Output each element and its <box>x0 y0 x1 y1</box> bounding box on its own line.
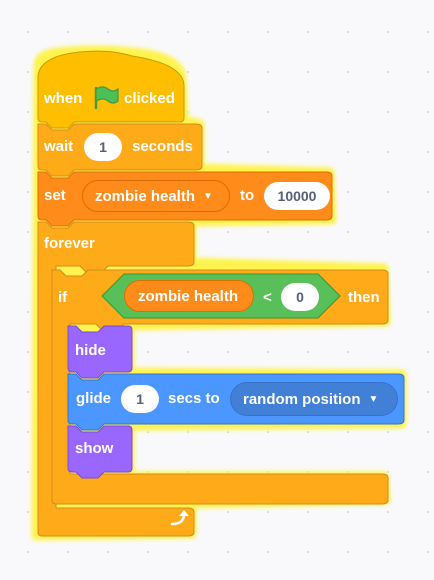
set-label: set <box>44 187 66 204</box>
show-block <box>67 425 133 479</box>
compare-value-input[interactable]: 0 <box>281 283 319 311</box>
when-label: when <box>44 90 83 107</box>
hide-label: hide <box>75 342 106 359</box>
clicked-label: clicked <box>124 90 175 107</box>
to-label: to <box>240 187 255 204</box>
secs-to-label: secs to <box>168 390 220 407</box>
zombie-health-reporter[interactable]: zombie health <box>124 280 254 312</box>
when-flag-clicked-block <box>37 50 185 129</box>
show-label: show <box>75 440 114 457</box>
variable-dropdown[interactable]: zombie health ▼ <box>82 180 230 212</box>
hide-block <box>67 325 133 379</box>
loop-arrow-icon <box>170 510 189 526</box>
variable-dropdown-label: zombie health <box>95 187 196 205</box>
forever-label: forever <box>44 235 95 252</box>
green-flag-icon <box>94 86 119 110</box>
less-than-label: < <box>263 289 272 306</box>
zombie-health-reporter-label: zombie health <box>138 287 239 305</box>
then-label: then <box>348 289 380 306</box>
dropdown-arrow-icon: ▼ <box>203 190 213 202</box>
glide-target-dropdown[interactable]: random position ▼ <box>230 382 398 416</box>
wait-label: wait <box>44 138 74 155</box>
glide-target-label: random position <box>243 390 361 408</box>
dropdown-arrow-icon: ▼ <box>368 393 379 405</box>
wait-seconds-input[interactable]: 1 <box>84 133 122 161</box>
set-value-input[interactable]: 10000 <box>264 182 330 210</box>
glide-seconds-input[interactable]: 1 <box>121 385 159 413</box>
forever-block <box>37 221 195 537</box>
glide-label: glide <box>76 390 112 407</box>
seconds-label: seconds <box>132 138 193 155</box>
if-label: if <box>58 289 68 306</box>
